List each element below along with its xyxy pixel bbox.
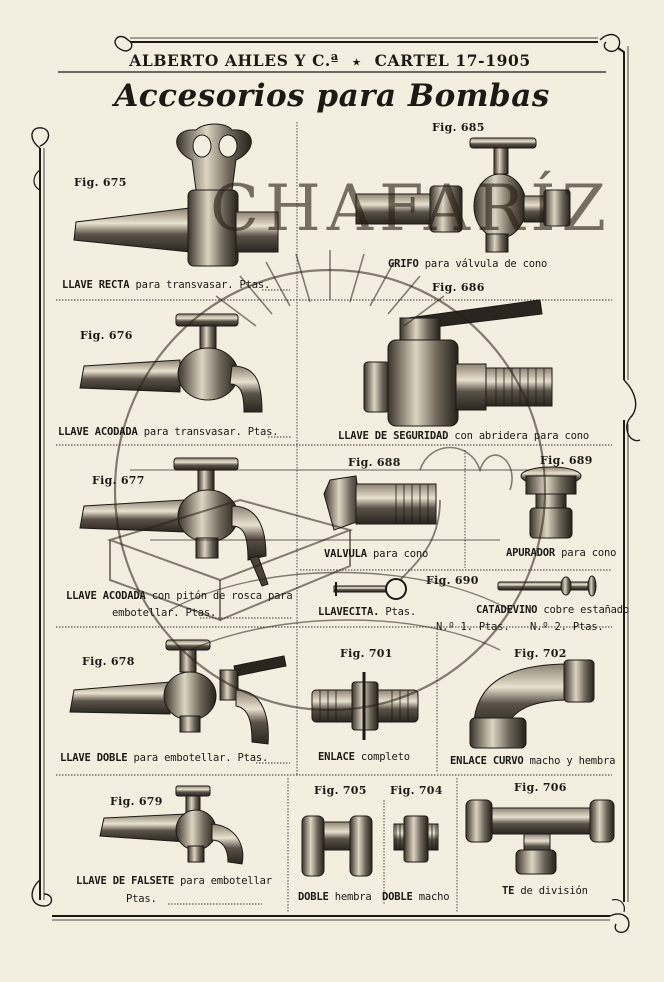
caption-686: LLAVE DE SEGURIDAD con abridera para con… (338, 430, 589, 442)
caption-702: ENLACE CURVO macho y hembra (450, 755, 615, 767)
fig-label: Fig. 705 (314, 784, 367, 797)
price-label: Ptas. (385, 606, 416, 618)
product-name: LLAVE DOBLE (60, 752, 128, 764)
fig-label: Fig. 675 (74, 176, 127, 189)
double-male-704-icon (393, 815, 439, 863)
caption-llavecita: LLAVECITA. Ptas. (318, 606, 416, 618)
product-name: TE (502, 885, 515, 897)
product-desc: completo (360, 751, 410, 763)
product-desc: para embotellar. (133, 752, 232, 764)
fig-label: Fig. 678 (82, 655, 135, 668)
product-desc-2: embotellar. (112, 607, 180, 619)
caption-677: LLAVE ACODADA con pitón de rosca para (66, 590, 293, 602)
product-desc: macho (418, 891, 450, 903)
company-name: ALBERTO AHLES Y C.ª (129, 51, 339, 70)
product-name: LLAVE DE FALSETE (76, 875, 174, 887)
tap-675-icon (73, 123, 279, 267)
product-name: LLAVECITA. (318, 606, 380, 618)
price-label: Ptas. (185, 607, 217, 619)
fig-label: Fig. 704 (390, 784, 443, 797)
product-desc: para transvasar. (143, 426, 242, 438)
price-label: Ptas. (237, 752, 269, 764)
caption-678: LLAVE DOBLE para embotellar. Ptas. (60, 752, 268, 764)
caption-705: DOBLE hembra (298, 891, 372, 903)
product-name: DOBLE (298, 891, 329, 903)
fig-label: Fig. 690 (426, 574, 479, 587)
product-desc: para transvasar. (135, 279, 234, 291)
product-desc: hembra (334, 891, 372, 903)
caption-690-n2: N.º 2. Ptas. (530, 621, 604, 633)
caption-688: VALVULA para cono (324, 548, 428, 560)
fig-label: Fig. 701 (340, 647, 393, 660)
page-title: Accesorios para Bombas (114, 78, 550, 114)
caption-704: DOBLE macho (382, 891, 450, 903)
fig-label: Fig. 686 (432, 281, 485, 294)
product-name: VALVULA (324, 548, 367, 560)
product-name: LLAVE RECTA (62, 279, 130, 291)
catalog-number: CARTEL 17-1905 (374, 51, 531, 70)
caption-676: LLAVE ACODADA para transvasar. Ptas. (58, 426, 279, 438)
caption-690-n1: N.º 1. Ptas. (436, 621, 510, 633)
caption-677-line2: embotellar. Ptas. (112, 607, 216, 619)
caption-675: LLAVE RECTA para transvasar. Ptas. (62, 279, 270, 291)
product-desc: macho y hembra (529, 755, 616, 767)
product-name: LLAVE ACODADA (66, 590, 146, 602)
caption-679-price: Ptas. (126, 893, 157, 905)
caption-706: TE de división (502, 885, 588, 897)
product-desc: cobre estañado (543, 604, 630, 616)
fig-label: Fig. 685 (432, 121, 485, 134)
product-name: DOBLE (382, 891, 413, 903)
price-label: Ptas. (247, 426, 279, 438)
fig-label: Fig. 676 (80, 329, 133, 342)
fig-label: Fig. 688 (348, 456, 401, 469)
caption-701: ENLACE completo (318, 751, 410, 763)
tee-706-icon (465, 799, 615, 875)
catalog-header: ALBERTO AHLES Y C.ª ⭑ CARTEL 17-1905 (60, 48, 600, 74)
product-desc: para embotellar (180, 875, 272, 887)
caption-690: CATADEVINO cobre estañado (476, 604, 629, 616)
product-desc: con abridera para cono (454, 430, 590, 442)
product-desc: para cono (561, 547, 617, 559)
product-name: ENLACE CURVO (450, 755, 524, 767)
product-desc: con pitón de rosca para (151, 590, 293, 602)
product-desc: para cono (372, 548, 429, 560)
price-label: Ptas. (239, 279, 271, 291)
caption-679: LLAVE DE FALSETE para embotellar (76, 875, 272, 887)
fig-label: Fig. 689 (540, 454, 593, 467)
product-name: LLAVE ACODADA (58, 426, 138, 438)
faucet-679-icon (99, 785, 244, 865)
caption-685: GRIFO para válvula de cono (388, 258, 547, 270)
fig-label: Fig. 702 (514, 647, 567, 660)
star-separator-icon: ⭑ (352, 55, 361, 70)
fig-label: Fig. 706 (514, 781, 567, 794)
product-name: CATADEVINO (476, 604, 538, 616)
product-desc: para válvula de cono (424, 258, 548, 270)
valve-685-icon (355, 137, 571, 253)
product-name: LLAVE DE SEGURIDAD (338, 430, 449, 442)
product-name: APURADOR (506, 547, 555, 559)
product-desc: de división (520, 885, 588, 897)
fig-label: Fig. 679 (110, 795, 163, 808)
double-female-705-icon (301, 815, 373, 877)
product-name: ENLACE (318, 751, 355, 763)
caption-689: APURADOR para cono (506, 547, 616, 559)
product-name: GRIFO (388, 258, 419, 270)
fig-label: Fig. 677 (92, 474, 145, 487)
